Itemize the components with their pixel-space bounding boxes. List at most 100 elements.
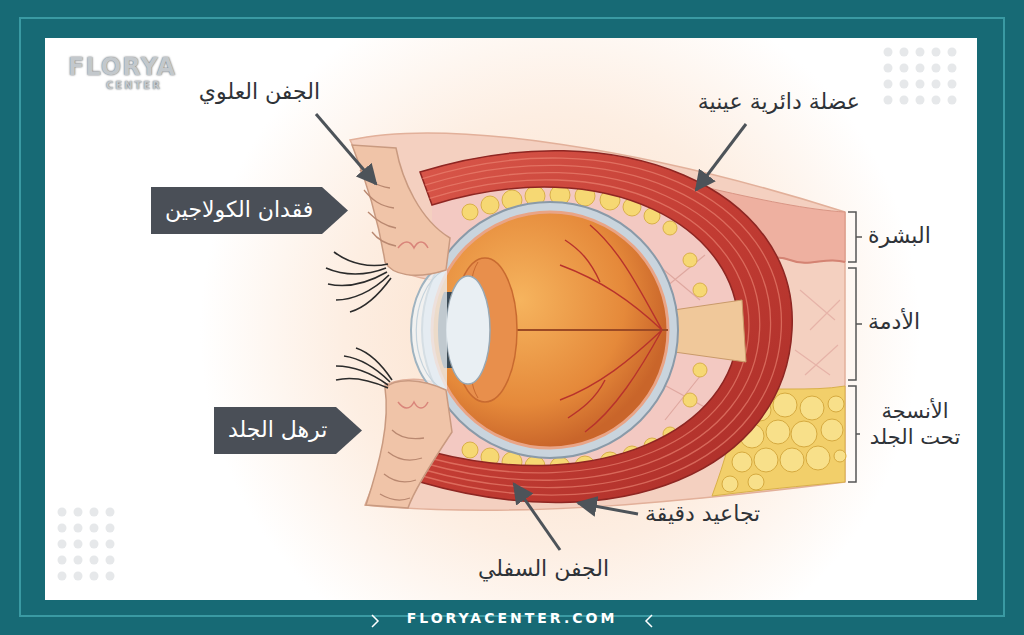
fat-globule <box>481 196 499 214</box>
retina <box>432 212 668 448</box>
decor-dot <box>74 572 83 581</box>
layer-label: الأنسجة تحت الجلد <box>862 398 968 451</box>
decor-dot <box>932 96 941 105</box>
fat-globule <box>800 396 824 420</box>
decor-dot <box>932 64 941 73</box>
leader-line <box>514 484 560 550</box>
decor-dot <box>948 64 957 73</box>
fat-globule <box>683 393 697 407</box>
fat-globule <box>773 393 797 417</box>
arrow-fill <box>151 187 348 234</box>
logo-text: CENTER <box>106 80 162 93</box>
callout-text: ترهل الجلد <box>228 417 327 443</box>
decor-dot <box>106 508 115 517</box>
part-label: تجاعيد دقيقة <box>645 500 760 528</box>
decor-dot <box>900 96 909 105</box>
skin <box>350 133 845 510</box>
panel <box>45 38 977 600</box>
part-label: الجفن العلوي <box>199 78 320 106</box>
fat-globule <box>732 452 752 472</box>
bracket <box>848 212 862 262</box>
decor-dot <box>74 556 83 565</box>
decor-dot <box>948 48 957 57</box>
leader-line <box>316 114 376 184</box>
decor-dot <box>106 540 115 549</box>
decor-dots <box>58 48 957 581</box>
decor-dot <box>90 556 99 565</box>
decor-dot <box>948 80 957 89</box>
leader-line <box>578 503 638 514</box>
decor-dot <box>900 80 909 89</box>
decor-dot <box>106 556 115 565</box>
logo-text: FLORYA <box>68 52 176 82</box>
lower-lashes <box>336 348 392 388</box>
fat-globule <box>821 419 843 441</box>
upper-lashes <box>326 252 391 312</box>
dermis-fibers <box>795 290 840 375</box>
fat-globule <box>766 420 790 444</box>
layer-label: الأدمة <box>868 308 920 336</box>
decor-dot <box>90 572 99 581</box>
decor-dot <box>916 80 925 89</box>
decor-dot <box>90 508 99 517</box>
lid-glands <box>398 242 428 408</box>
decor-dot <box>916 48 925 57</box>
lens <box>446 276 490 384</box>
leader-line <box>696 124 746 190</box>
callout-arrow-box: فقدان الكولاجين <box>151 187 348 234</box>
website-url: FLORYACENTER.COM <box>407 610 618 628</box>
arrow-fill <box>214 407 362 454</box>
decor-dot <box>74 524 83 533</box>
fat-globule <box>780 448 804 472</box>
decor-dot <box>884 64 893 73</box>
part-label: الجفن السفلي <box>478 555 609 583</box>
fat-globule <box>663 221 677 235</box>
decor-dot <box>916 96 925 105</box>
orbicularis-muscle <box>420 151 792 503</box>
fat-globule <box>754 448 778 472</box>
fat-globule <box>693 283 707 297</box>
sclera <box>422 202 678 458</box>
upper-lid-wrinkles <box>360 170 396 246</box>
fat-globule <box>683 253 697 267</box>
fat-globule <box>462 442 478 458</box>
fat-globule <box>693 363 707 377</box>
decor-dot <box>884 96 893 105</box>
fat-globule <box>722 476 738 492</box>
frame-line <box>20 18 1004 616</box>
decor-dot <box>916 64 925 73</box>
lower-lid-wrinkles <box>380 430 424 500</box>
decor-dot <box>106 572 115 581</box>
layer-label: البشرة <box>868 222 931 250</box>
muscle-fiber <box>422 158 781 495</box>
decor-dot <box>90 524 99 533</box>
bracket <box>848 268 862 380</box>
muscle-fibers <box>422 158 781 495</box>
blood-vessels <box>560 225 662 432</box>
fat-globule <box>834 450 846 462</box>
glow <box>45 38 977 600</box>
decor-dot <box>884 80 893 89</box>
decor-dot <box>900 64 909 73</box>
footer-chevron <box>372 615 378 627</box>
callout-text: فقدان الكولاجين <box>165 197 313 223</box>
fat-globule <box>748 474 764 490</box>
fat-globule <box>462 204 478 220</box>
bracket <box>848 386 860 482</box>
decor-dot <box>106 524 115 533</box>
decor-dot <box>74 508 83 517</box>
lower-eyelid <box>366 381 452 508</box>
decor-dot <box>74 540 83 549</box>
decor-dot <box>90 540 99 549</box>
decor-dot <box>58 540 67 549</box>
decor-dot <box>932 48 941 57</box>
decor-dot <box>58 524 67 533</box>
decor-dot <box>58 572 67 581</box>
part-label: عضلة دائرية عينية <box>698 88 860 116</box>
cornea <box>411 262 447 398</box>
decor-dot <box>900 48 909 57</box>
upper-eyelid <box>352 145 450 275</box>
decor-dot <box>884 48 893 57</box>
footer-chevron <box>646 615 652 627</box>
